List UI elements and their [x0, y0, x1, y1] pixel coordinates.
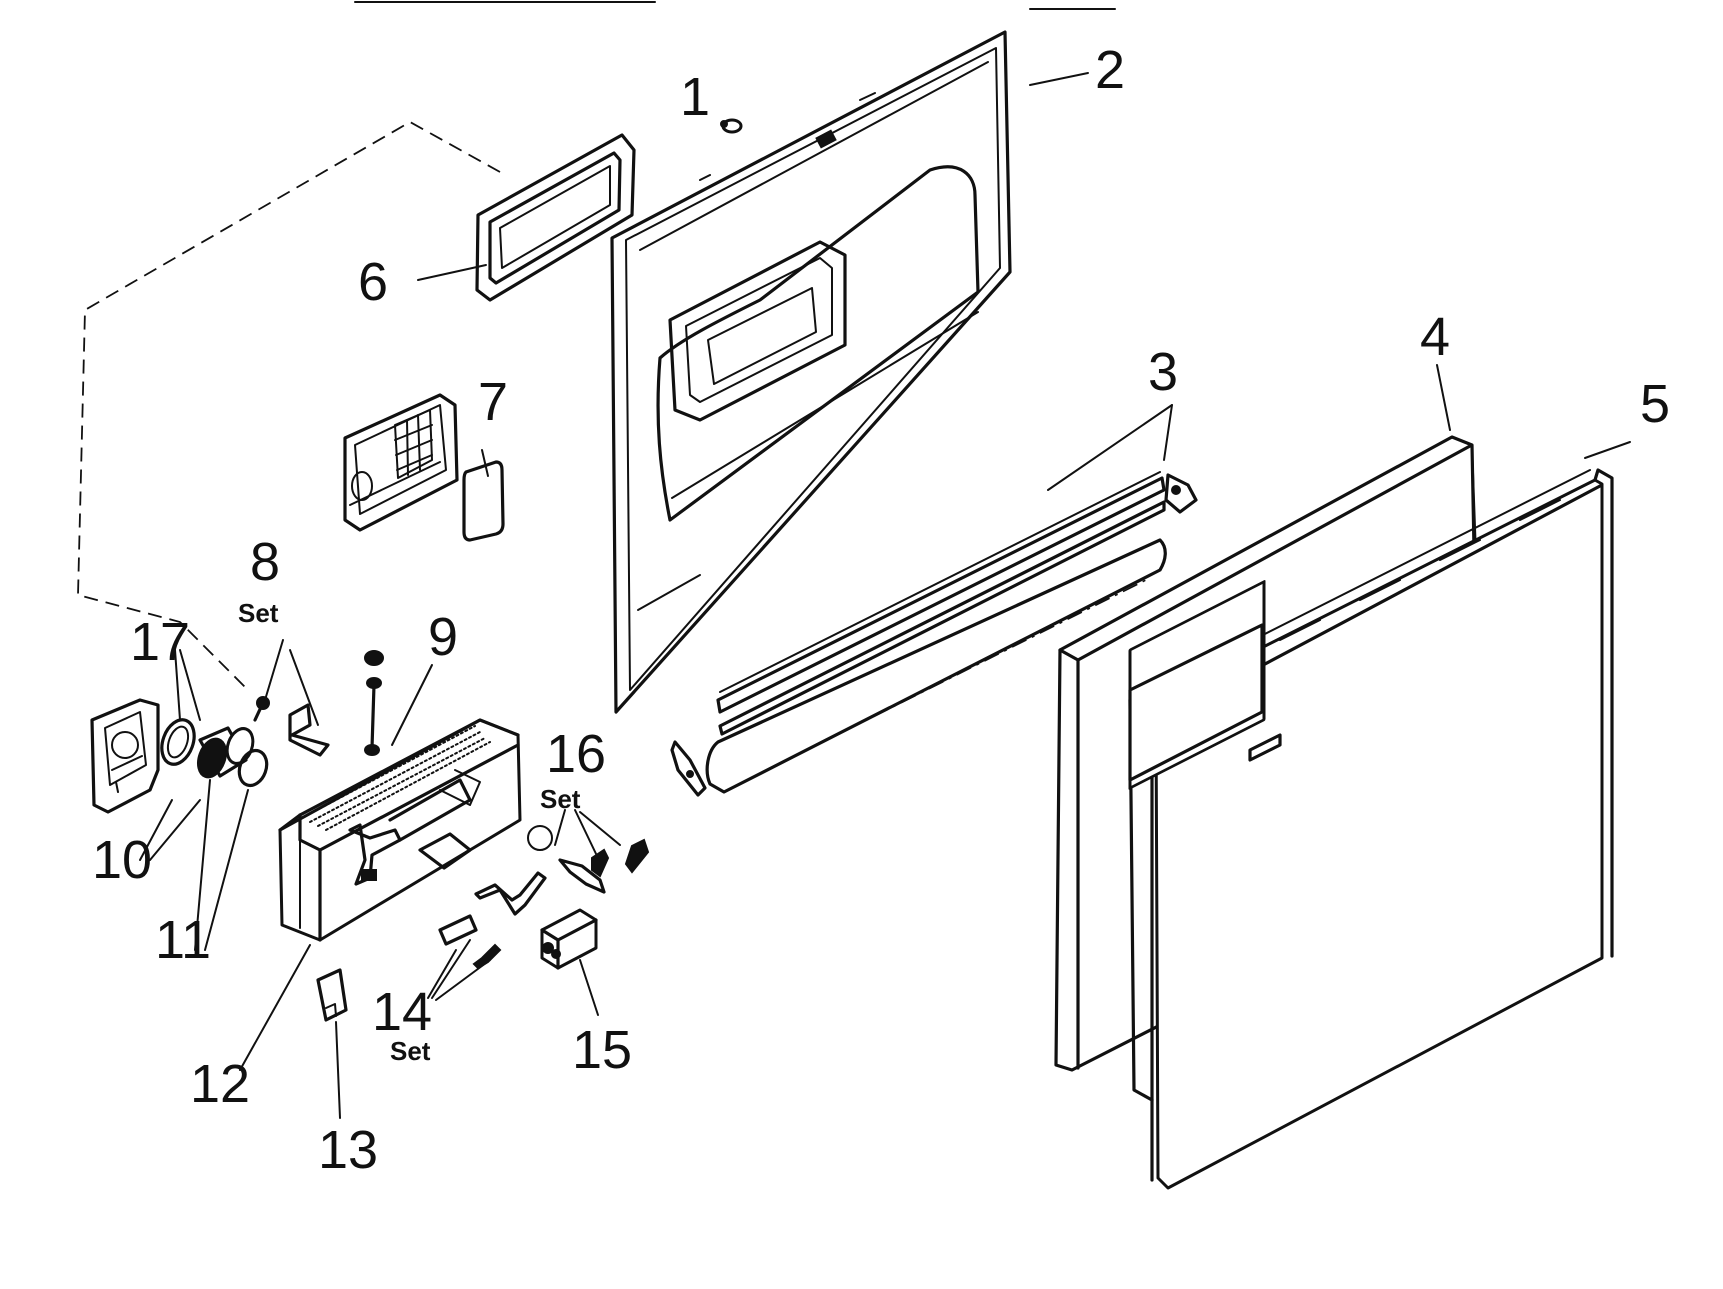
callout-16: 16 [546, 724, 606, 784]
callout-14: 14 [372, 982, 432, 1042]
latch-housing [278, 718, 522, 942]
callout-15: 15 [572, 1020, 632, 1080]
spring-set-16 [527, 825, 650, 894]
callout-1: 1 [680, 67, 710, 127]
callout-11: 11 [155, 910, 211, 970]
callout-5: 5 [1640, 374, 1670, 434]
callout-13: 13 [318, 1120, 378, 1180]
bushing-part-11 [196, 726, 269, 788]
callout-7: 7 [478, 372, 508, 432]
callout-10: 10 [92, 830, 152, 890]
strip-end-clip-right [1164, 473, 1198, 514]
latch-pin-9 [364, 650, 384, 756]
strip-end-clip-left [670, 740, 707, 797]
switch-part-15 [540, 908, 598, 970]
outer-door-panel [1128, 468, 1614, 1190]
leader-lines [139, 72, 1631, 1119]
screw-part-1 [720, 118, 743, 134]
microswitch-part-13 [316, 968, 348, 1022]
group-outline-dashed [77, 120, 501, 691]
callout-4: 4 [1420, 307, 1450, 367]
callout-17: 17 [130, 612, 190, 672]
callout-2: 2 [1095, 40, 1125, 100]
callout-6: 6 [358, 252, 388, 312]
callout-8: 8 [250, 532, 280, 592]
switch-set-14 [438, 871, 547, 970]
vent-filter [462, 460, 505, 542]
callout-16-set: Set [540, 784, 581, 814]
vent-grille [343, 393, 459, 532]
latch-spring-set-8 [253, 696, 330, 757]
callout-labels: 1 2 3 4 5 6 7 8 Set 9 10 11 12 13 14 Set… [92, 40, 1670, 1180]
callout-9: 9 [428, 607, 458, 667]
bottom-trim-strip [705, 471, 1167, 794]
handle-cap [90, 698, 160, 814]
gasket-frame [475, 133, 636, 302]
o-ring-part-10 [160, 718, 196, 766]
callout-14-set: Set [390, 1036, 431, 1066]
callout-3: 3 [1148, 342, 1178, 402]
scan-edge-lines [354, 1, 1116, 10]
inner-door-liner [610, 30, 1012, 714]
callout-12: 12 [190, 1054, 250, 1114]
callout-8-set: Set [238, 598, 279, 628]
